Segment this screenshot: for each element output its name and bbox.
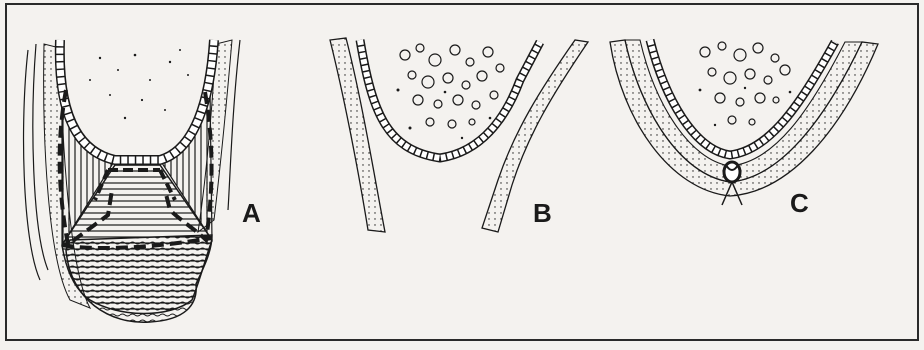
panel-label-b: B: [533, 200, 552, 226]
panel-b-granular-mass: [400, 44, 504, 128]
panel-c: [610, 40, 878, 205]
panel-a: [24, 40, 240, 322]
panel-label-a: A: [242, 200, 261, 226]
panel-label-c: C: [790, 190, 809, 216]
panel-c-granular-mass: [700, 42, 790, 125]
panel-b-stippled-wall-left: [330, 38, 385, 232]
